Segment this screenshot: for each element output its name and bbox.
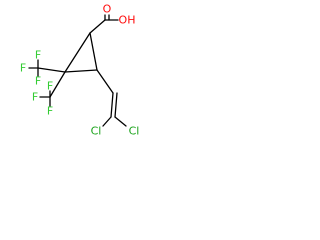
ring-bond-c1-c3 (89, 32, 98, 71)
cf3-lower-bond (49, 71, 66, 98)
atom-label-f-4: F (47, 80, 53, 93)
atom-label-f-3: F (35, 75, 41, 88)
atom-label-cl-1: Cl (91, 125, 102, 138)
atom-label-f-1: F (35, 49, 41, 62)
ccl-left-bond (102, 116, 112, 127)
ring-bond-c2-c3 (64, 69, 98, 73)
vinyl-double-bond-1 (110, 92, 114, 118)
atom-label-cl-2: Cl (129, 125, 140, 138)
atom-label-f-6: F (47, 105, 53, 118)
atom-label-o: O (103, 3, 112, 16)
atom-label-oh: OH (119, 14, 136, 27)
atom-labels: O OH F F F F F F Cl Cl (20, 3, 140, 138)
vinyl-bond (96, 69, 114, 94)
chemical-structure-diagram: O OH F F F F F F Cl Cl (20, 3, 140, 138)
carboxyl-bond (89, 19, 106, 34)
cf3-upper-bond (37, 67, 66, 73)
bonds (28, 14, 127, 127)
vinyl-double-bond-2 (114, 92, 118, 118)
ring-bond-c1-c2 (64, 32, 91, 73)
atom-label-f-2: F (20, 62, 26, 75)
ccl-right-bond (114, 116, 127, 127)
atom-label-f-5: F (32, 91, 38, 104)
